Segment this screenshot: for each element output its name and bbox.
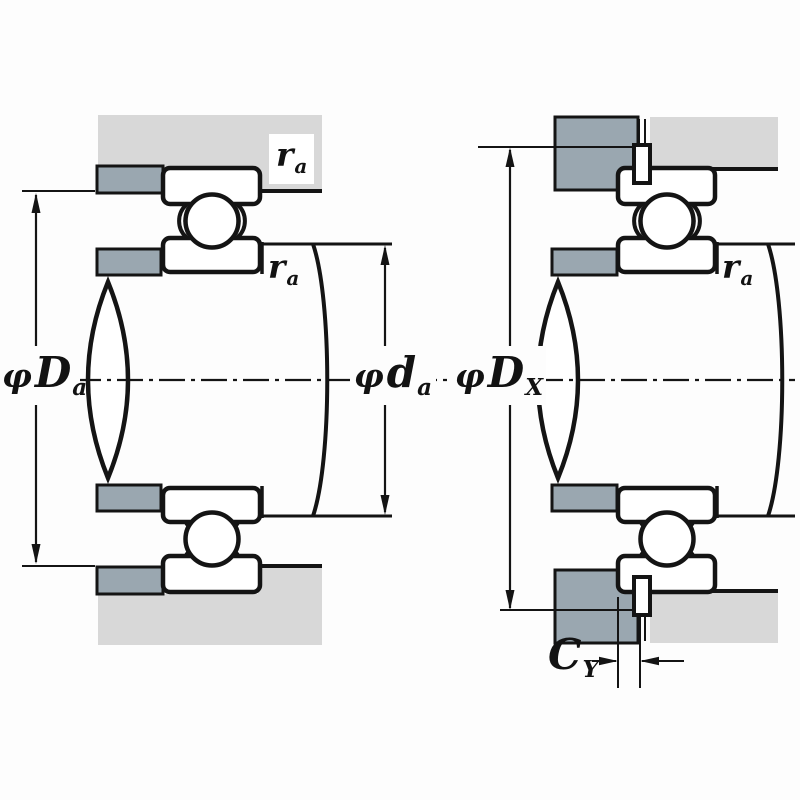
fillet-radius-label-shaft-left: ra <box>268 247 300 290</box>
ball-top <box>638 192 696 250</box>
snap-ring-section <box>632 143 652 185</box>
ball-bottom <box>183 510 241 568</box>
shaft-shoulder-left-top <box>550 247 619 277</box>
locating-snap-ring-bottom <box>632 575 652 641</box>
ball-top <box>183 192 241 250</box>
housing-shoulder-bottom <box>95 565 165 596</box>
dim-label-phi-DX: φDX <box>452 346 546 405</box>
shaft-shoulder-left-bottom <box>95 483 163 513</box>
snap-ring-section <box>632 575 652 617</box>
arrowhead-down <box>505 590 515 610</box>
fillet-radius-label-shaft-right: ra <box>722 247 754 290</box>
arrowhead-up <box>380 245 390 265</box>
locating-snap-ring-top <box>632 119 652 185</box>
left-bearing-cross-section <box>160 165 263 595</box>
dim-label-phi-Da: φDa <box>0 346 87 405</box>
housing-right-block-top <box>650 117 778 167</box>
fillet-radius-label-housing: ra <box>269 134 315 184</box>
dimension-CY <box>592 597 684 688</box>
ball-bottom <box>638 510 696 568</box>
shaft-shoulder-left-top <box>95 247 163 277</box>
arrowhead-right <box>599 656 618 666</box>
arrowhead-up <box>31 193 41 213</box>
arrowhead-left <box>640 656 659 666</box>
arrowhead-down <box>380 495 390 515</box>
right-bearing-cross-section <box>615 165 718 595</box>
housing-bottom-block <box>98 567 322 645</box>
shaft-shoulder-left-bottom <box>550 483 619 513</box>
dim-label-CY: CY <box>548 630 599 683</box>
housing-shoulder-top <box>95 164 165 195</box>
arrowhead-down <box>31 544 41 564</box>
housing-right-block-bottom <box>650 593 778 643</box>
dim-label-phi-da: φda <box>350 346 436 405</box>
arrowhead-up <box>505 147 515 167</box>
